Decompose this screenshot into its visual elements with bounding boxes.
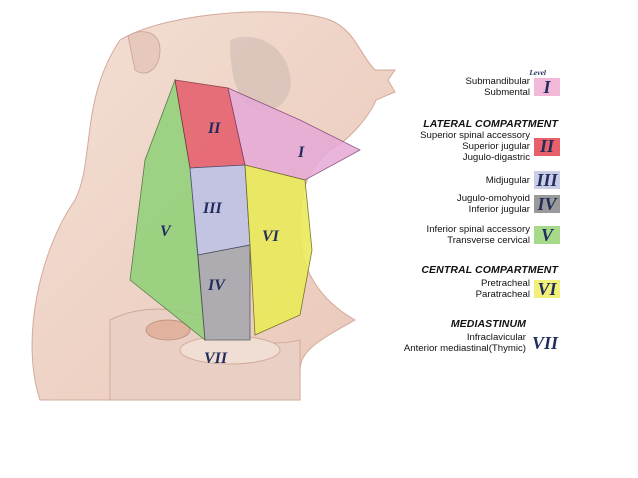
legend-row-iv: Jugulo-omohyoid Inferior jugular IV	[457, 193, 560, 215]
legend-text: Infraclavicular	[466, 332, 526, 343]
heading-mediastinum: MEDIASTINUM	[450, 318, 526, 330]
legend-level: I	[543, 76, 551, 97]
legend-level: VII	[531, 332, 558, 353]
legend-text: Submandibular	[465, 76, 530, 87]
zone-i-region	[227, 87, 361, 181]
legend-text: Inferior jugular	[468, 204, 530, 215]
legend-row-vii: Infraclavicular Anterior mediastinal(Thy…	[404, 332, 560, 354]
legend-text: Transverse cervical	[447, 235, 530, 246]
legend-row-ii: Superior spinal accessory Superior jugul…	[420, 130, 560, 163]
legend-level: VI	[537, 278, 557, 299]
legend-swatch-ii: II	[534, 136, 560, 156]
zone-label-iii: III	[202, 200, 222, 217]
zone-label-v: V	[160, 223, 172, 240]
legend-swatch-iv: IV	[534, 193, 560, 214]
legend-swatch-v: V	[534, 224, 560, 245]
legend-row-v: Inferior spinal accessory Transverse cer…	[427, 224, 560, 246]
legend-row-i: Submandibular Submental I	[465, 76, 560, 98]
legend-level: III	[536, 169, 558, 190]
heading-central: CENTRAL COMPARTMENT	[421, 264, 558, 276]
legend-level: V	[540, 224, 553, 245]
legend-row-iii: Midjugular III	[485, 169, 560, 190]
legend-swatch-iii: III	[534, 169, 560, 190]
legend-level: IV	[537, 193, 557, 214]
legend-text: Anterior mediastinal(Thymic)	[403, 343, 526, 354]
zone-iv-region	[197, 244, 251, 341]
zone-label-vii: VII	[204, 350, 228, 367]
zone-label-ii: II	[207, 120, 221, 137]
zone-label-iv: IV	[207, 277, 226, 294]
legend-swatch-vii: VII	[530, 332, 560, 353]
legend-swatch-vi: VI	[534, 278, 560, 299]
legend-text: Inferior spinal accessory	[426, 224, 530, 235]
zone-vi-region	[244, 164, 313, 336]
legend-text: Pretracheal	[480, 278, 530, 289]
legend-panel: Level Submandibular Submental I LATERAL …	[330, 60, 560, 380]
legend-swatch-i: I	[534, 76, 560, 97]
level-caption: Level	[529, 68, 546, 77]
heading-lateral: LATERAL COMPARTMENT	[423, 118, 558, 130]
zone-label-vi: VI	[262, 228, 280, 245]
legend-text: Jugulo-digastric	[462, 152, 530, 163]
legend-level: II	[539, 136, 554, 156]
legend-row-vi: Pretracheal Paratracheal VI	[476, 278, 560, 300]
legend-text: Superior jugular	[462, 141, 530, 152]
legend-text: Submental	[484, 87, 530, 98]
legend-text: Midjugular	[485, 174, 530, 186]
legend-text: Paratracheal	[475, 289, 530, 300]
legend-text: Superior spinal accessory	[420, 130, 530, 141]
zone-label-i: I	[297, 144, 305, 161]
legend-text: Jugulo-omohyoid	[456, 193, 530, 204]
